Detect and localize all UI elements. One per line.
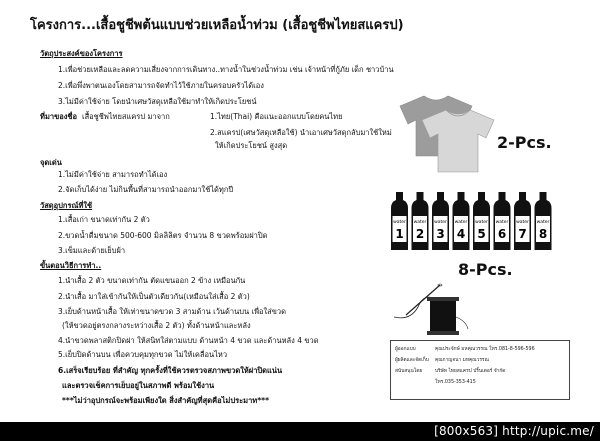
credits-box: ผู้ออกแบบ คุณประจักษ์ มหคุณวรรณ โทร.081-… [390,340,570,400]
shirt-icon [399,95,495,173]
needle-thread-icon [393,283,469,335]
bottle-number: 1 [395,227,403,241]
highlight-item: 1.ไม่มีค่าใช้จ่าย สามารถทำได้เอง [58,170,168,179]
objective-item: 2.เพื่อพึ่งพาตนเองโดยสามารถจัดทำไว้ใช้ภา… [58,81,264,90]
origin-heading: ที่มาของชื่อ [40,112,77,121]
credit-label: ผู้ออกแบบ [395,347,416,352]
bottle-number: 8 [539,227,547,241]
bottle-water-label: water [516,219,529,225]
material-item: 3.เข็มและด้ายเย็บผ้า [58,246,126,255]
bottle-8: water 8 [534,192,552,250]
steps-heading: ขั้นตอนวิธีการทำ.. [40,261,102,270]
material-item: 1.เสื้อเก่า ขนาดเท่ากัน 2 ตัว [58,215,150,224]
step-item: 5.เย็บปิดด้านบน เพื่อควบคุมทุกขวด ไม่ให้… [58,350,228,359]
step-item: 4.นำขวดพลาสติกปิดฝา ให้สนิทใส่ตามแบบ ด้า… [58,336,319,345]
credit-value: บริษัท ไทยสแครป ปริ้นเตอร์ จำกัด [435,369,506,374]
bottle-water-label: water [434,219,447,225]
bottle-2: water 2 [411,192,429,250]
highlights-heading: จุดเด่น [40,158,62,167]
bottle-7: water 7 [514,192,531,250]
origin-point: 1.ไทย(Thai) คือแนะออกแบบโดยคนไทย [210,112,343,121]
step-warning: ***ไม่ว่าอุปกรณ์จะพร้อมเพียงใด สิ่งสำคัญ… [62,396,269,405]
bottle-water-label: water [414,219,427,225]
bottle-number: 5 [477,227,485,241]
bottle-6: water 6 [493,192,511,250]
objective-item: 3.ไม่มีค่าใช้จ่าย โดยนำเศษวัสดุเหลือใช้ม… [58,97,257,106]
step-item: 2.นำเสื้อ มาใส่เข้ากันให้เป็นตัวเดียวกัน… [58,292,250,301]
two-pcs-label: 2-Pcs. [497,133,552,152]
bottle-4: water 4 [452,192,470,250]
origin-point: ให้เกิดประโยชน์ สูงสุด [215,141,288,150]
credit-value: คุณประจักษ์ มหคุณวรรณ โทร.081-8-596-596 [435,347,535,352]
credit-label: ผู้ผลิตและจัดเก็บ [395,358,429,363]
step-item: (ให้ขวดอยู่ตรงกลางระหว่างเสื้อ 2 ตัว) ทั… [62,321,251,330]
watermark-text[interactable]: [800x563] http://upic.me/ [434,424,594,438]
bottles-illustration: water1water2water3water4water5water6wate… [391,192,552,250]
bottle-5: water 5 [473,192,490,250]
step-item: 1.นำเสื้อ 2 ตัว ขนาดเท่ากัน ตัดแขนออก 2 … [58,276,246,285]
bottle-number: 6 [498,227,506,241]
materials-heading: วัสดุอุปกรณ์ที่ใช้ [40,201,93,210]
document-page: โครงการ...เสื้อชูชีพต้นแบบช่วยเหลือน้ำท่… [0,0,600,422]
credit-value: คุณกาญจนา มหคุณวรรณ [435,358,489,363]
bottle-number: 3 [436,227,444,241]
eight-pcs-label: 8-Pcs. [458,260,513,279]
objective-item: 1.เพื่อช่วยเหลือและลดความเสี่ยงจากการเดิ… [58,65,394,74]
origin-name: เสื้อชูชีพไทยสแครป มาจาก [82,112,170,121]
step-item: และตรวจเช็คการเย็บอยู่ในสภาพดี พร้อมใช้ง… [62,381,215,390]
bottle-3: water 3 [432,192,449,250]
bottle-water-label: water [537,219,550,225]
credit-label: สนับสนุนโดย [395,369,423,374]
origin-point: 2.สแครป(เศษวัสดุเหลือใช้) นำเอาเศษวัสดุก… [210,128,392,137]
bottle-water-label: water [393,219,406,225]
material-item: 2.ขวดน้ำดื่มขนาด 500-600 มิลลิลิตร จำนวน… [58,231,268,240]
bottle-water-label: water [455,219,468,225]
bottle-number: 4 [457,227,465,241]
bottle-water-label: water [475,219,488,225]
project-title: โครงการ...เสื้อชูชีพต้นแบบช่วยเหลือน้ำท่… [30,18,404,33]
bottle-1: water 1 [391,192,408,250]
bottle-water-label: water [496,219,509,225]
objectives-heading: วัตถุประสงค์ของโครงการ [40,49,123,58]
highlight-item: 2.จัดเก็บได้ง่าย ไม่กินพื้นที่สามารถนำออ… [58,185,234,194]
step-item: 3.เย็บด้านหน้าเสื้อ ให้เท่าขนาดขวด 3 สาม… [58,307,286,316]
step-item: 6.เสร็จเรียบร้อย ที่สำคัญ ทุกครั้งที่ใช้… [58,366,283,375]
credit-value: โทร.035-353-415 [435,380,476,385]
watermark-bar: [800x563] http://upic.me/ [0,422,600,441]
bottle-number: 7 [518,227,526,241]
bottle-number: 2 [416,227,424,241]
